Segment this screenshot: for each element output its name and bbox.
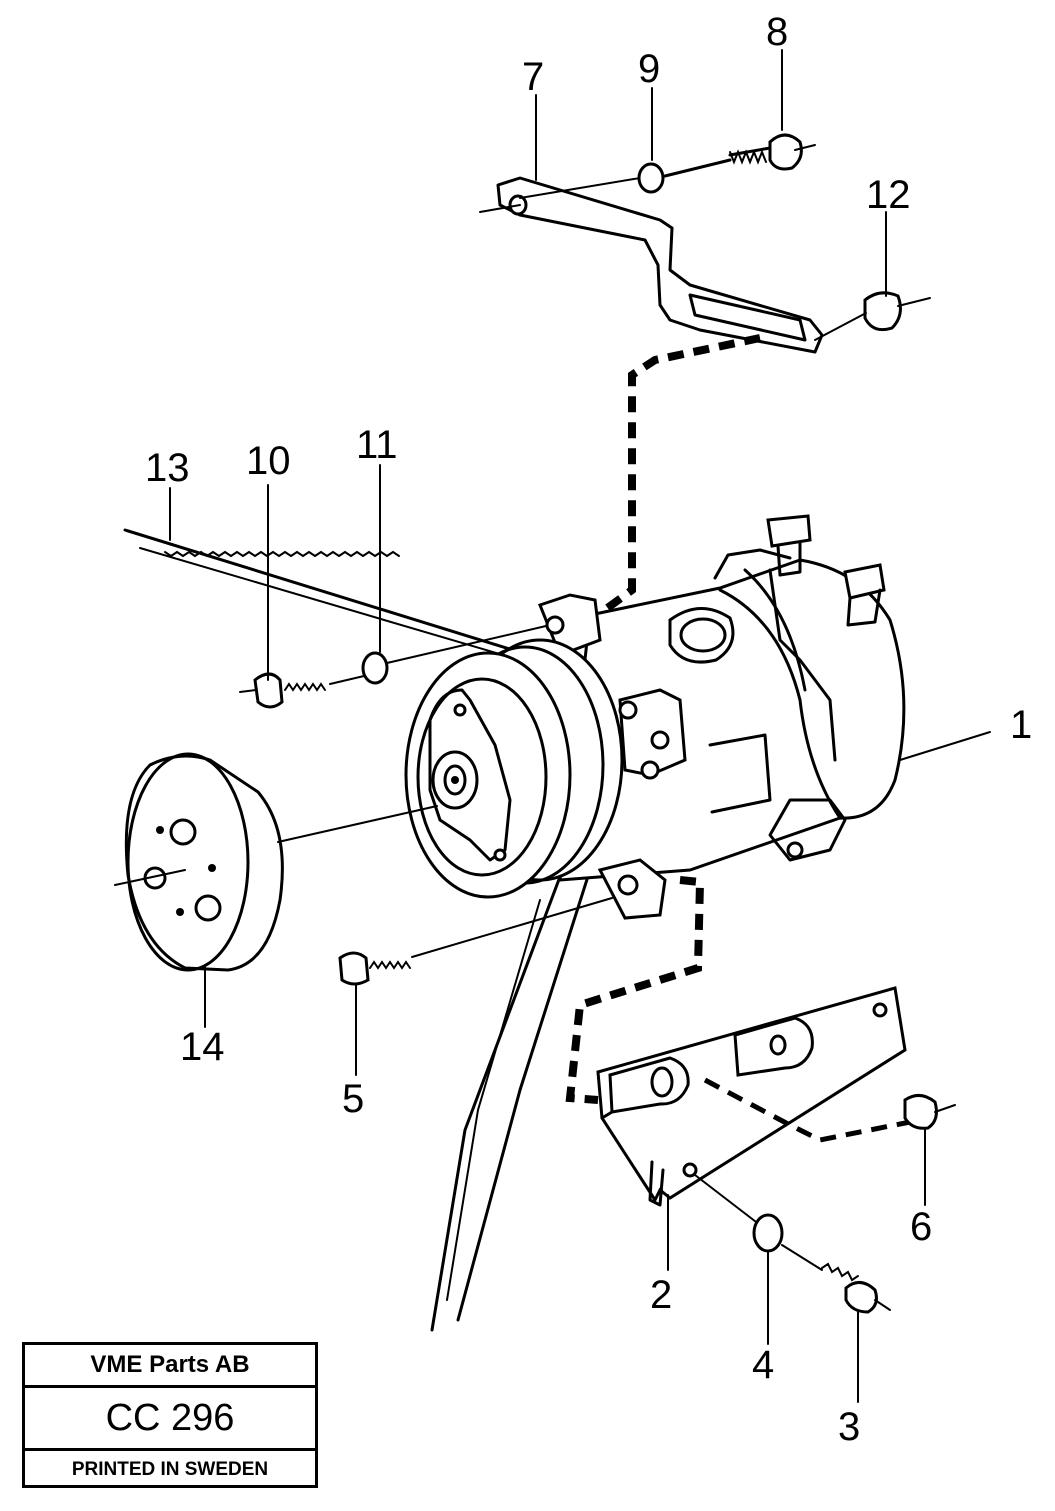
- callout-8: 8: [766, 10, 788, 54]
- callout-2: 2: [650, 1273, 672, 1317]
- pulley-cover: [114, 752, 438, 972]
- compressor: [538, 514, 906, 920]
- washer-9: [637, 162, 665, 194]
- washer-4: [752, 1213, 784, 1253]
- lower-bracket: [596, 986, 956, 1314]
- print-note: PRINTED IN SWEDEN: [71, 1459, 269, 1480]
- callout-14: 14: [180, 1025, 225, 1069]
- washer-11: [361, 651, 389, 685]
- leader-lines: [169, 49, 991, 1403]
- bolt-head-10: [253, 672, 284, 709]
- nut-8: [768, 133, 803, 171]
- callout-9: 9: [638, 47, 660, 91]
- callout-3: 3: [838, 1405, 860, 1449]
- upper-mount-path: [599, 334, 761, 616]
- callout-10: 10: [246, 439, 291, 483]
- upper-bracket: [479, 133, 931, 354]
- nut-12: [863, 291, 902, 332]
- bolt-10-washer-11: [239, 625, 547, 709]
- title-block: VME Parts AB CC 296 PRINTED IN SWEDEN: [22, 1342, 318, 1488]
- callout-12: 12: [866, 173, 911, 217]
- lower-mount-path: [565, 876, 705, 1104]
- bolt-5: [338, 897, 613, 986]
- publisher-label: VME Parts AB: [25, 1345, 315, 1388]
- callout-1: 1: [1010, 703, 1032, 747]
- callout-6: 6: [910, 1205, 932, 1249]
- callout-11: 11: [356, 423, 398, 467]
- bolt-3: [844, 1281, 878, 1314]
- drawing-number: CC 296: [25, 1388, 315, 1451]
- clutch-pulley: [404, 638, 624, 899]
- callout-13: 13: [145, 446, 190, 490]
- callout-5: 5: [342, 1077, 364, 1121]
- callout-7: 7: [522, 55, 544, 99]
- nut-6: [903, 1094, 938, 1130]
- callout-4: 4: [752, 1343, 774, 1387]
- drive-belt: [123, 528, 592, 1332]
